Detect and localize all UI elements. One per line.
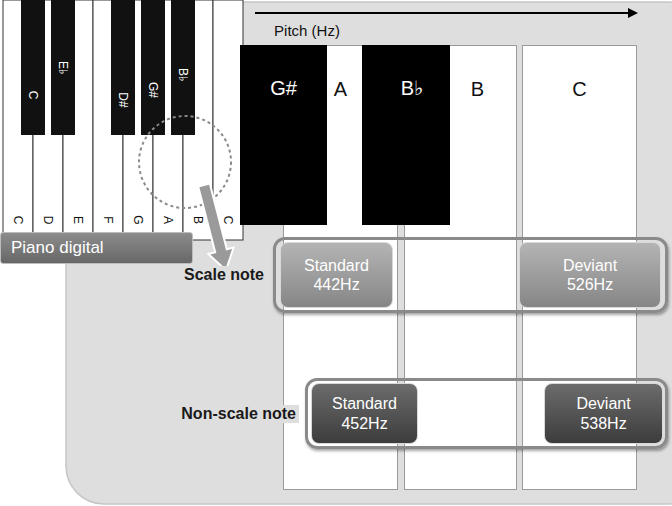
stimulus-text: Standard 452Hz [327,394,403,432]
row-title: Non-scale note [178,405,299,423]
stimulus-box: Deviant 526Hz [519,242,661,308]
key-label: E♭ [57,61,69,75]
key-label: B♭ [177,68,189,82]
key-label: G [132,215,144,224]
note-name: B♭ [401,76,423,100]
key-label: C [12,216,24,225]
black-key-column: G# [240,45,327,225]
pitch-axis-arrow [255,8,638,18]
key-label: B [192,216,204,224]
stimulus-box: Deviant 538Hz [544,383,663,444]
black-key-column: B♭ [362,45,450,225]
focus-circle [139,116,231,208]
stimulus-box: Standard 452Hz [311,383,418,444]
axis-title: Pitch (Hz) [274,23,340,38]
note-name: C [572,78,586,101]
key-label: F [102,216,114,223]
stimulus-text: Deviant 526Hz [552,256,628,294]
device-label: Piano digital [0,232,193,264]
note-name: A [334,78,347,101]
key-label: D# [117,92,129,107]
condition-row: Scale noteStandard 442HzDeviant 526Hz [273,237,668,313]
key-label: D [42,216,54,225]
key-label: C [27,91,39,100]
stimulus-text: Deviant 538Hz [566,394,642,432]
note-name: G# [270,77,297,100]
note-name: B [471,78,484,101]
row-title: Scale note [181,266,267,284]
key-label: E [72,216,84,224]
key-label: G# [147,82,159,98]
zoom-arrow [198,184,233,271]
device-name: Piano digital [11,238,104,258]
key-label: C [222,216,234,225]
key-label: A [162,216,174,224]
stimulus-box: Standard 442Hz [280,242,393,308]
condition-row: Non-scale noteStandard 452HzDeviant 538H… [305,378,668,449]
stimulus-text: Standard 442Hz [299,256,375,294]
